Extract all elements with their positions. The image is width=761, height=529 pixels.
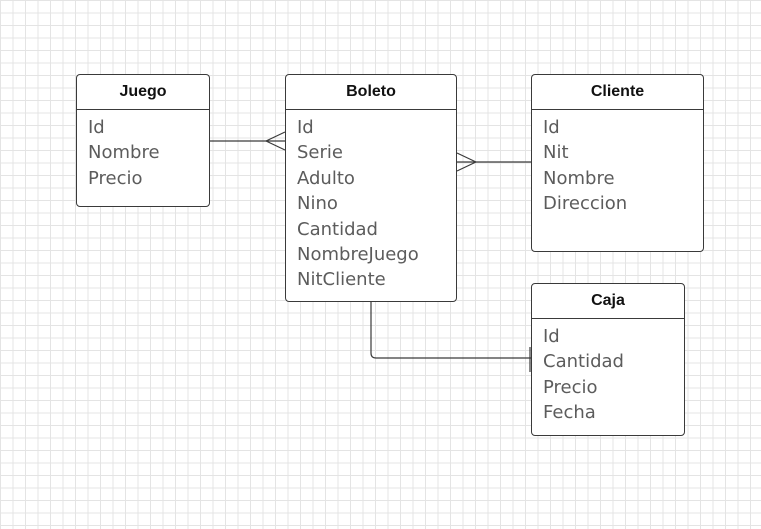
field-cliente-direccion: Direccion [543,193,628,215]
field-juego-precio: Precio [88,167,143,189]
entity-caja[interactable]: Caja Id Cantidad Precio Fecha [531,283,685,436]
cliente-boleto-connector [456,152,531,172]
entity-boleto-fields: Id Serie Adulto Nino Cantidad NombreJueg… [286,110,456,293]
juego-boleto-connector [210,131,286,151]
entity-juego-fields: Id Nombre Precio [77,110,209,191]
entity-cliente-title: Cliente [532,75,703,110]
field-caja-cantidad: Cantidad [543,351,624,373]
field-boleto-nino: Nino [297,193,338,215]
entity-cliente[interactable]: Cliente Id Nit Nombre Direccion [531,74,704,252]
field-boleto-cantidad: Cantidad [297,218,378,240]
field-cliente-nit: Nit [543,142,569,164]
entity-caja-title: Caja [532,284,684,319]
field-juego-nombre: Nombre [88,142,160,164]
boleto-caja-connector [370,302,531,372]
entity-boleto-title: Boleto [286,75,456,110]
field-cliente-id: Id [543,117,560,138]
entity-juego[interactable]: Juego Id Nombre Precio [76,74,210,207]
field-caja-fecha: Fecha [543,402,596,424]
field-boleto-nombrejuego: NombreJuego [297,244,419,266]
field-boleto-adulto: Adulto [297,167,355,189]
field-juego-id: Id [88,117,105,138]
field-caja-id: Id [543,326,560,347]
field-caja-precio: Precio [543,376,598,398]
field-boleto-id: Id [297,117,314,138]
field-boleto-serie: Serie [297,142,343,164]
entity-cliente-fields: Id Nit Nombre Direccion [532,110,703,217]
field-cliente-nombre: Nombre [543,167,615,189]
entity-juego-title: Juego [77,75,209,110]
entity-boleto[interactable]: Boleto Id Serie Adulto Nino Cantidad Nom… [285,74,457,302]
entity-caja-fields: Id Cantidad Precio Fecha [532,319,684,426]
field-boleto-nitcliente: NitCliente [297,269,386,291]
